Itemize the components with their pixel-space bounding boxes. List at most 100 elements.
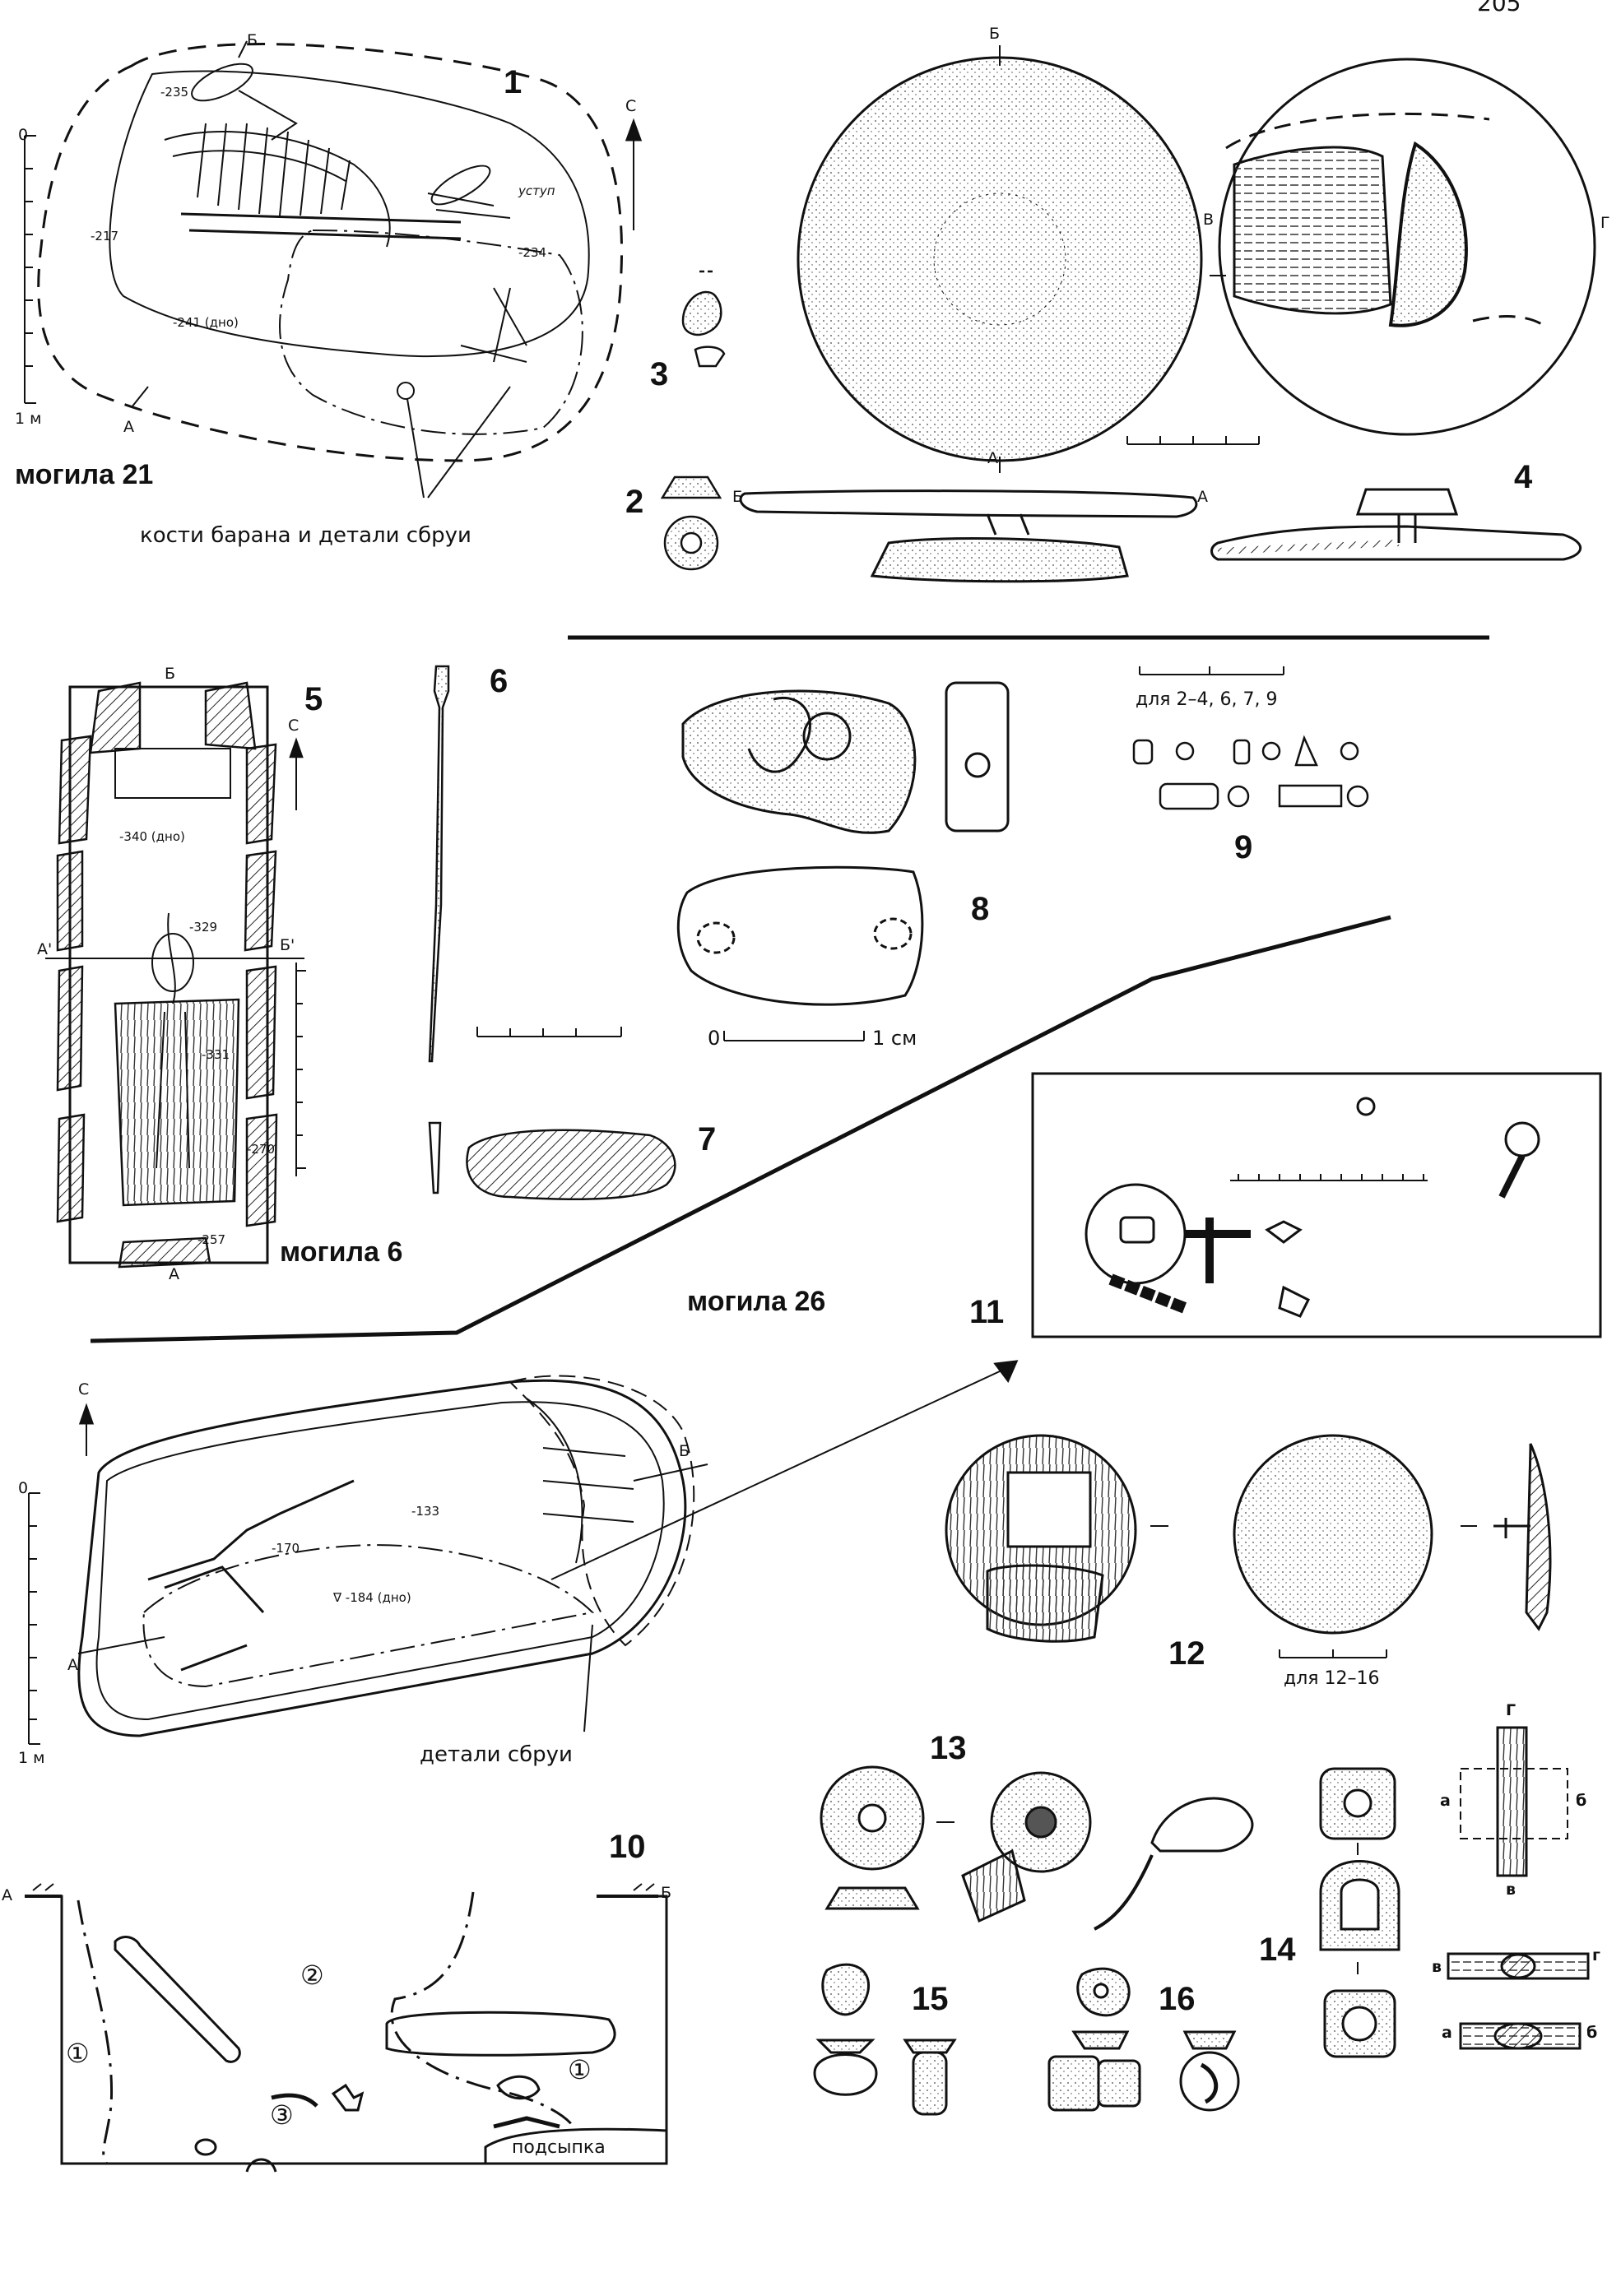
fig5-grave6-plan <box>45 681 306 1269</box>
fig10-section-A: А <box>2 1886 12 1904</box>
plan26-depth-170: -170 <box>272 1541 300 1556</box>
figure-number-1: 1 <box>504 64 523 100</box>
fig5-depth-329: -329 <box>189 920 218 935</box>
horse-skeleton <box>164 63 527 363</box>
figure-number-4: 4 <box>1514 459 1533 495</box>
scale-label-0-bottom: 0 <box>18 1479 29 1497</box>
fig5-depth-340: -340 (дно) <box>119 829 185 844</box>
fig7-blade <box>428 1121 676 1201</box>
scale-label-1m-bottom: 1 м <box>18 1749 45 1767</box>
fig5-depth-331: -331 <box>202 1047 230 1062</box>
caption-fill: подсыпка <box>512 2137 606 2158</box>
figure-number-12: 12 <box>1168 1635 1205 1672</box>
harness-ring <box>397 382 415 400</box>
fig2-bead <box>660 475 722 571</box>
plan1-section-B: Б <box>247 31 258 49</box>
fig5-depth-270: -270 <box>247 1142 276 1157</box>
grave26-plan <box>28 1360 1019 1745</box>
fig15-button <box>813 1963 957 2116</box>
figure-number-15: 15 <box>912 1981 949 2017</box>
plan26-north: С <box>78 1380 90 1398</box>
fig10-layer-1-right: ① <box>568 2054 592 2085</box>
fig14-strap-spacers <box>1319 1726 1590 2058</box>
plan26-section-B: Б <box>679 1442 690 1460</box>
plan1-depth-235: -235 <box>160 85 189 100</box>
figure-number-10: 10 <box>609 1829 646 1865</box>
figure-number-13: 13 <box>930 1730 967 1766</box>
scale-label-0-top: 0 <box>18 126 29 144</box>
disk-section-A-bottom: А <box>987 449 998 467</box>
grave21-title: могила 21 <box>15 459 154 490</box>
fig13-bead <box>820 1765 1254 1931</box>
plan26-section-A: А <box>67 1656 78 1674</box>
fig14-letter-a-bottom: а <box>1442 2024 1452 2042</box>
caption-zero: 0 <box>708 1027 721 1050</box>
figure-number-6: 6 <box>490 663 509 699</box>
fig10-layer-3: ③ <box>270 2099 294 2131</box>
figure-number-14: 14 <box>1259 1932 1296 1968</box>
fig14-letter-g-mid: г <box>1592 1946 1600 1964</box>
fig4-section-g: Г <box>1600 214 1610 232</box>
fig14-letter-b-top: б <box>1576 1792 1587 1810</box>
grave26-title: могила 26 <box>687 1286 826 1317</box>
fig5-depth-257: -257 <box>197 1232 226 1247</box>
fig5-section-A: А <box>169 1265 179 1283</box>
plan1-north: С <box>625 97 637 115</box>
fig14-letter-g-top: Г <box>1506 1701 1516 1719</box>
caption-harness-parts: детали сбруи <box>420 1742 573 1767</box>
bottom-outline <box>279 229 583 435</box>
fig10-layer-2: ② <box>300 1960 324 1991</box>
fig5-section-A1: А' <box>37 940 53 958</box>
disk-section-B-top: Б <box>989 25 1001 43</box>
figure-number-9: 9 <box>1234 829 1253 865</box>
leader-lines <box>406 386 511 499</box>
plan1-depth-241: -241 (дно) <box>173 315 239 330</box>
scale-label-1m-top: 1 м <box>15 410 42 428</box>
plan26-depth-184: ∇ -184 (дно) <box>333 1590 411 1605</box>
divider-diagonal <box>90 915 1391 1343</box>
caption-one-cm: 1 см <box>872 1027 917 1050</box>
fig5-section-B1: Б' <box>280 936 295 954</box>
figure-number-5: 5 <box>304 681 323 717</box>
disk-profile-A: А <box>1197 488 1208 506</box>
fig10-layer-1-left: ① <box>66 2038 90 2069</box>
fig14-letter-v-mid: в <box>1432 1958 1442 1976</box>
figure-number-8: 8 <box>971 891 990 927</box>
fig16-button <box>1047 1967 1240 2112</box>
plan1-section-A: А <box>123 418 134 436</box>
disk-profile-B: Б <box>732 488 744 506</box>
page-number: 205 <box>1477 0 1521 16</box>
fig12-disk <box>945 1434 1552 1658</box>
fig11-inset <box>1031 1072 1602 1338</box>
fig8-zoomorphic-object <box>676 681 1010 1041</box>
caption-scale-2-9: для 2–4, 6, 7, 9 <box>1136 689 1278 710</box>
figure-number-2: 2 <box>625 484 644 520</box>
fig9-beads <box>1132 666 1369 810</box>
figure-number-16: 16 <box>1159 1981 1196 2017</box>
plan1-depth-234: -234 <box>518 245 547 260</box>
fig14-letter-a-top: а <box>1440 1792 1451 1810</box>
fig3-small-object <box>681 270 726 368</box>
fig5-north: С <box>288 717 300 735</box>
figure-number-3: 3 <box>650 356 669 392</box>
pit-outline <box>37 43 624 462</box>
fig5-section-B: Б <box>165 665 176 683</box>
plan1-ledge: уступ <box>518 183 555 198</box>
plan26-depth-133: -133 <box>411 1504 440 1519</box>
fig14-letter-b-bottom: б <box>1586 2024 1598 2042</box>
figure-number-11: 11 <box>969 1294 1005 1330</box>
fig6-pin <box>428 665 622 1063</box>
caption-ram-bones: кости барана и детали сбруи <box>140 523 471 548</box>
fig-disk-plaque <box>739 45 1260 583</box>
figure-number-7: 7 <box>698 1121 717 1157</box>
fig10-section-B: Б <box>661 1884 672 1902</box>
fig1-grave21-plan <box>24 40 643 499</box>
grave6-title: могила 6 <box>280 1236 403 1268</box>
caption-scale-12-16: для 12–16 <box>1284 1668 1380 1689</box>
fig10-grave-section <box>25 1883 668 2173</box>
fig4-disk-with-fabric <box>1210 58 1596 561</box>
fig14-letter-v-top: в <box>1506 1881 1516 1899</box>
plan1-depth-217: -217 <box>91 229 119 244</box>
fig4-section-v: В <box>1203 211 1215 229</box>
